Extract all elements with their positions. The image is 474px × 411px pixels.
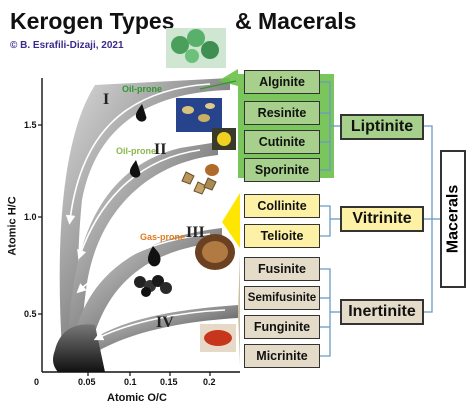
alginite-image	[166, 28, 226, 68]
kerogen-type-I: I	[103, 91, 110, 108]
vitrinite-arrow	[222, 193, 240, 248]
group-liptinite: Liptinite	[340, 114, 424, 140]
funginite-image	[200, 324, 236, 352]
kerogen-type-III: III	[186, 224, 205, 241]
copyright: © B. Esrafili-Dizaji, 2021	[10, 40, 124, 51]
ytick-1.0: 1.0	[24, 212, 37, 222]
maturity-tail	[53, 324, 105, 372]
oil-drop-icon	[135, 104, 147, 122]
group-vitrinite: Vitrinite	[340, 206, 424, 232]
gas-prone-label: Gas-prone	[140, 232, 186, 242]
resinite-image	[176, 98, 222, 132]
oil-prone-label-2: Oil-prone	[116, 146, 156, 156]
kerogen-type-IV: IV	[156, 314, 174, 331]
xtick-0: 0	[34, 377, 40, 387]
xtick-0.05: 0.05	[78, 377, 96, 387]
maceral-micrinite: Micrinite	[244, 344, 320, 368]
maceral-semifusinite: Semifusinite	[244, 286, 320, 310]
cutinite-image	[205, 128, 236, 176]
oil-prone-label-1: Oil-prone	[122, 84, 162, 94]
xtick-0.15: 0.15	[160, 377, 178, 387]
maceral-telioite: Telioite	[244, 224, 320, 248]
coal-image	[134, 275, 172, 297]
type-II-band	[68, 142, 218, 350]
maceral-funginite: Funginite	[244, 315, 320, 339]
xtick-0.2: 0.2	[203, 377, 216, 387]
macerals-root: Macerals	[440, 150, 466, 288]
type-I-band	[59, 78, 230, 350]
group-inertinite: Inertinite	[340, 299, 424, 325]
maceral-collinite: Collinite	[244, 194, 320, 218]
flame-icon	[147, 246, 161, 267]
y-axis-label: Atomic H/C	[6, 196, 19, 256]
inertinite-arrow	[238, 253, 240, 366]
title-left: Kerogen Types	[10, 8, 175, 34]
sporinite-image	[181, 171, 217, 195]
maceral-fusinite: Fusinite	[244, 257, 320, 281]
title-right: & Macerals	[235, 8, 357, 34]
x-axis-label: Atomic O/C	[107, 392, 167, 404]
type-IV-band	[76, 305, 238, 356]
maceral-resinite: Resinite	[244, 101, 320, 125]
collinite-wood-image	[195, 234, 235, 270]
maceral-alginite: Alginite	[244, 70, 320, 94]
oil-drop-icon-2	[129, 160, 141, 178]
ytick-1.5: 1.5	[24, 120, 37, 130]
macerals-root-label: Macerals	[444, 184, 461, 254]
maceral-cutinite: Cutinite	[244, 130, 320, 154]
xtick-0.1: 0.1	[124, 377, 137, 387]
maceral-sporinite: Sporinite	[244, 158, 320, 182]
ytick-0.5: 0.5	[24, 309, 37, 319]
kerogen-type-II: II	[154, 141, 167, 158]
